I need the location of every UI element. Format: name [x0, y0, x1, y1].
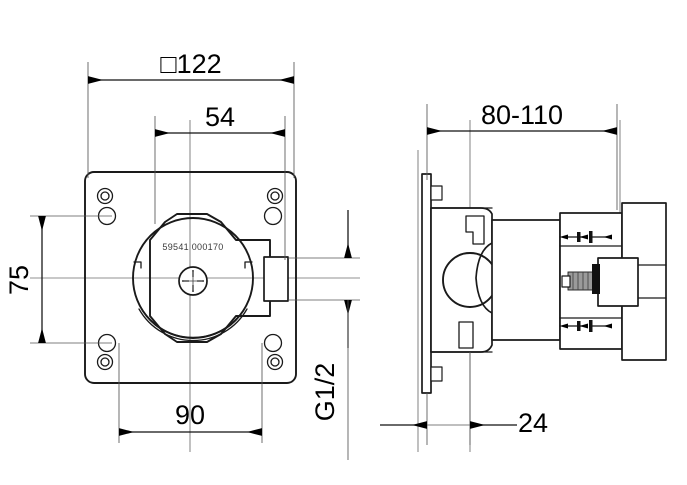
part-number-label: 59541 000170: [162, 242, 223, 252]
flange-tab-bottom: [430, 366, 443, 382]
mounting-plate-outline: [84, 171, 297, 384]
spindle-collar: [592, 264, 600, 294]
fastener-screw-top-right-inner: [270, 191, 280, 201]
tolerance-marker-upper: [559, 231, 612, 243]
front-view: 59541 000170: [30, 120, 360, 452]
body-internal-step-top: [465, 215, 485, 245]
cap-notch-left-upper: [133, 261, 142, 269]
phillips-screw-cross-inner: [184, 272, 202, 290]
mounting-hole-top-right: [263, 206, 283, 226]
dimension-24-label: 24: [518, 408, 548, 438]
front-view-dimensions: □122 54 75 90 G1/2: [4, 49, 360, 460]
tolerance-marker-lower: [559, 320, 612, 332]
dimension-thread-g-one-half-label: G1/2: [310, 363, 340, 422]
cylinder-section-one: [491, 219, 561, 341]
dimension-square-122-label: □122: [160, 49, 221, 79]
side-view: [417, 120, 667, 452]
spindle-boss: [597, 257, 639, 307]
fastener-screw-bottom-left-inner: [100, 357, 110, 367]
spindle-tip: [561, 275, 571, 288]
body-internal-step-bottom: [458, 321, 474, 349]
dimension-80-110-label: 80-110: [481, 100, 563, 130]
valve-body-octagon: [149, 213, 271, 343]
side-view-dimensions: 80-110 24: [380, 100, 618, 445]
mounting-hole-bottom-right: [263, 333, 283, 353]
dimension-54-label: 54: [205, 102, 235, 132]
fastener-screw-top-left-outer: [96, 187, 114, 205]
fastener-screw-top-left-inner: [100, 191, 110, 201]
cap-notch-right-upper: [244, 261, 253, 269]
dimension-90-label: 90: [175, 400, 205, 430]
fastener-screw-bottom-right-inner: [270, 357, 280, 367]
wall-flange-plate: [421, 173, 432, 394]
fastener-screw-top-right-outer: [266, 187, 284, 205]
outlet-port-nub: [263, 256, 289, 302]
fastener-screw-bottom-right-outer: [266, 353, 284, 371]
valve-cap-crescent-arc-outer: [138, 308, 248, 342]
flange-tab-top: [430, 185, 443, 201]
valve-cap-crescent-arc: [136, 298, 250, 339]
fastener-screw-bottom-left-outer: [96, 353, 114, 371]
dimension-75-label: 75: [4, 265, 34, 295]
